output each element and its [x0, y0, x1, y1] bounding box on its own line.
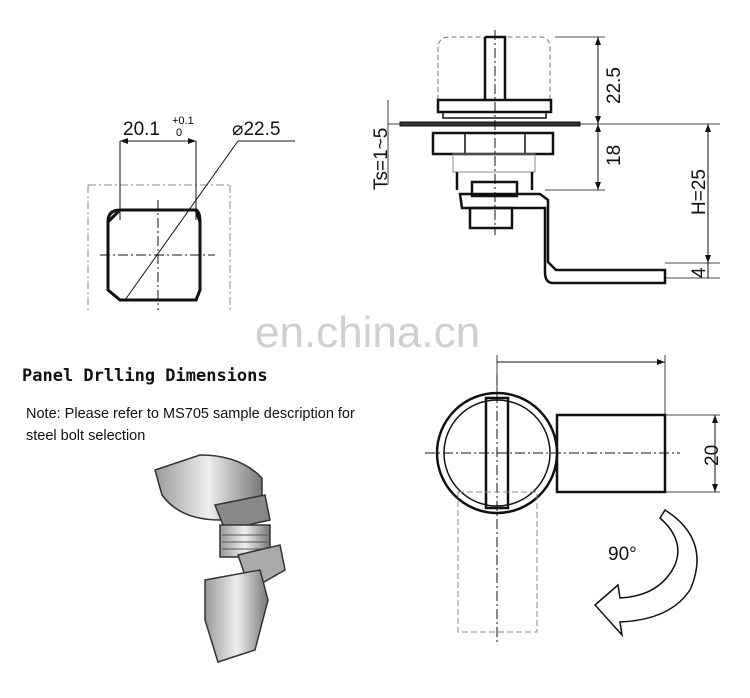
note-line-2: steel bolt selection	[26, 428, 146, 444]
panel-cutout-drawing	[87, 138, 295, 310]
note: Note: Please refer to MS705 sample descr…	[26, 403, 446, 447]
rotation-arrow-icon	[593, 508, 698, 638]
watermark: en.china.cn	[255, 308, 481, 357]
width-20-dimension: 20	[702, 445, 723, 466]
panel-thickness-dimension: Ts=1~5	[371, 128, 392, 190]
diameter-dimension: ⌀22.5	[232, 119, 280, 140]
cap-height-dimension: 22.5	[604, 67, 625, 104]
note-line-1: Note: Please refer to MS705 sample descr…	[26, 406, 355, 422]
height-dimension: H=25	[689, 169, 710, 215]
width-dimension: 20.1	[123, 119, 160, 140]
lock-product-image	[154, 454, 286, 663]
section-title: Panel Drlling Dimensions	[22, 366, 268, 386]
lock-side-view	[387, 30, 720, 285]
rotation-label: 90°	[608, 544, 637, 565]
lock-top-view	[425, 355, 720, 645]
cam-thickness-dimension: 4	[689, 267, 710, 278]
lower-tolerance: 0	[176, 127, 182, 139]
body-height-dimension: 18	[604, 145, 625, 166]
upper-tolerance: +0.1	[172, 115, 194, 127]
